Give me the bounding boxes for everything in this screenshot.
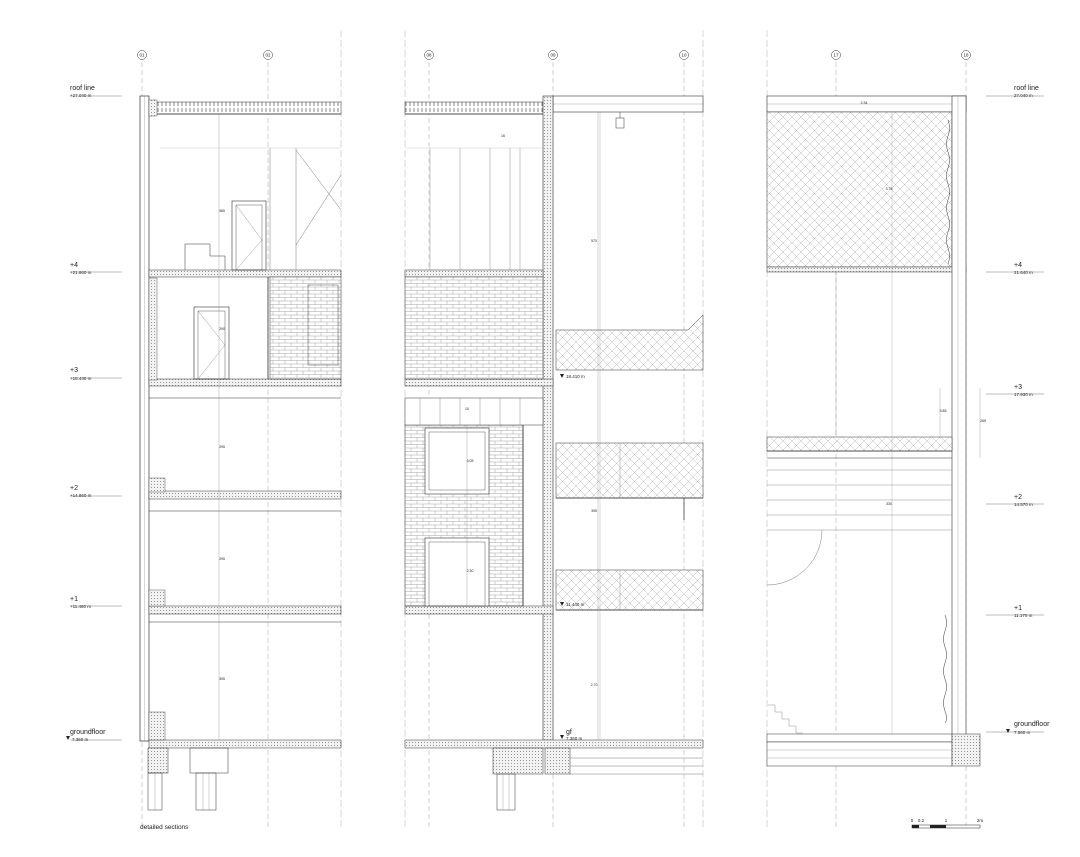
dimension-label: 3.05: [467, 459, 474, 463]
level-marker: roof line +27.040 m: [70, 85, 122, 98]
level-value: +14.860 m: [70, 493, 92, 498]
level-name: groundfloor: [70, 729, 106, 736]
level-marker: +2 +14.860 m: [70, 485, 122, 498]
dimension-label: 395: [591, 509, 597, 513]
scale-label: 0.2: [918, 818, 925, 823]
right-section: 3.75 330 3.85 265 2.34: [766, 95, 986, 767]
level-marker: groundfloor 7.560 m: [986, 721, 1050, 735]
grid-label: 09: [550, 53, 556, 58]
level-marker: gf 7.360 m: [560, 729, 583, 741]
level-triangle-icon: [1006, 729, 1010, 733]
dimension-label: 3.85: [940, 409, 947, 413]
level-value: +11.460 m: [70, 604, 91, 609]
level-value: 7.360 m: [566, 736, 583, 741]
dimension-label: 16: [501, 134, 505, 138]
grid-label: 01: [139, 53, 145, 58]
dimension-label: 295: [219, 557, 225, 561]
level-value: +21.660 m: [70, 270, 92, 275]
grid-label: 08: [426, 53, 432, 58]
grid-axis-18: 18: [961, 50, 971, 828]
level-marker: +4 21.640 m: [986, 262, 1044, 275]
level-name: +4: [70, 262, 78, 269]
level-marker: 11.440 m: [560, 602, 585, 607]
dimension-label: 290: [219, 327, 225, 331]
dimension-label: 2.34: [861, 101, 868, 105]
level-value: 17.930 m: [1014, 392, 1033, 397]
middle-section: 570 395 2.70 3.05 2.30 16 10: [404, 95, 704, 811]
scale-label: 1: [945, 818, 948, 823]
dimension-label: 365: [219, 209, 225, 213]
grid-label: 10: [681, 53, 687, 58]
dimension-label: 2.30: [467, 569, 474, 573]
dimension-label: 330: [886, 502, 892, 506]
level-value: +27.040 m: [70, 93, 92, 98]
level-name: +2: [1014, 494, 1022, 501]
grid-axis-17: 17: [831, 50, 841, 828]
dimension-label: 265: [980, 419, 986, 423]
dimension-label: 570: [591, 239, 597, 243]
level-name: roof line: [70, 85, 95, 92]
level-marker: +3 +18.430 m: [70, 367, 122, 381]
level-value: 27.040 m: [1014, 93, 1033, 98]
level-marker: +4 +21.660 m: [70, 262, 122, 275]
level-value: +18.430 m: [70, 376, 92, 381]
grid-axis-02: 02: [263, 50, 273, 828]
grid-axis-09: 09: [548, 50, 558, 828]
level-triangle-icon: [560, 374, 564, 378]
dimension-label: 2.70: [591, 683, 598, 687]
level-marker: roof line 27.040 m: [986, 85, 1044, 98]
level-name: groundfloor: [1014, 721, 1050, 728]
level-name: gf: [566, 729, 572, 736]
level-value: 7.560 m: [1014, 730, 1031, 735]
level-markers-left: roof line +27.040 m +4 +21.660 m +3 +18.…: [66, 85, 122, 742]
level-name: roof line: [1014, 85, 1039, 92]
level-value: 21.640 m: [1014, 270, 1033, 275]
level-name: +1: [70, 596, 78, 603]
level-value: 14.570 m: [1014, 502, 1033, 507]
level-marker: +3 17.930 m: [986, 384, 1044, 397]
level-name: +4: [1014, 262, 1022, 269]
dimension-label: 3.75: [886, 187, 893, 191]
scale-bar: 0 0.2 1 2m: [911, 818, 984, 829]
level-marker: +2 14.570 m: [986, 494, 1044, 507]
grid-label: 17: [833, 53, 839, 58]
level-name: +3: [1014, 384, 1022, 391]
grid-axis-08: 08: [424, 50, 434, 828]
level-marker: 18.410 m: [560, 374, 585, 379]
drawing-title: detailed sections: [140, 824, 189, 831]
level-marker: +1 11.170 m: [986, 605, 1044, 618]
level-triangle-icon: [66, 736, 70, 740]
grid-label: 18: [963, 53, 969, 58]
grid-label: 02: [265, 53, 271, 58]
level-value: 18.410 m: [566, 374, 585, 379]
grid-axis-01: 01: [137, 50, 147, 828]
level-value: 11.170 m: [1014, 613, 1033, 618]
level-triangle-icon: [560, 602, 564, 606]
level-marker: +1 +11.460 m: [70, 596, 122, 609]
left-section: 365 290 295 295 395: [139, 95, 342, 811]
level-value: 11.440 m: [566, 602, 585, 607]
level-value: 7.360 m: [72, 737, 89, 742]
grid-axis-10: 10: [679, 50, 689, 828]
level-marker: groundfloor 7.360 m: [66, 729, 122, 742]
dimension-label: 395: [219, 677, 225, 681]
grid-axes: 01 02 08 09 10 17 18: [137, 50, 971, 828]
scale-label: 2m: [977, 818, 984, 823]
level-name: +3: [70, 367, 78, 374]
level-name: +1: [1014, 605, 1022, 612]
dimension-label: 295: [219, 445, 225, 449]
level-triangle-icon: [560, 735, 564, 739]
level-markers-middle: 18.410 m 11.440 m gf 7.360 m: [560, 374, 585, 741]
level-name: +2: [70, 485, 78, 492]
level-markers-right: roof line 27.040 m +4 21.640 m +3 17.930…: [986, 85, 1050, 735]
scale-label: 0: [911, 818, 914, 823]
dimension-label: 10: [465, 407, 469, 411]
